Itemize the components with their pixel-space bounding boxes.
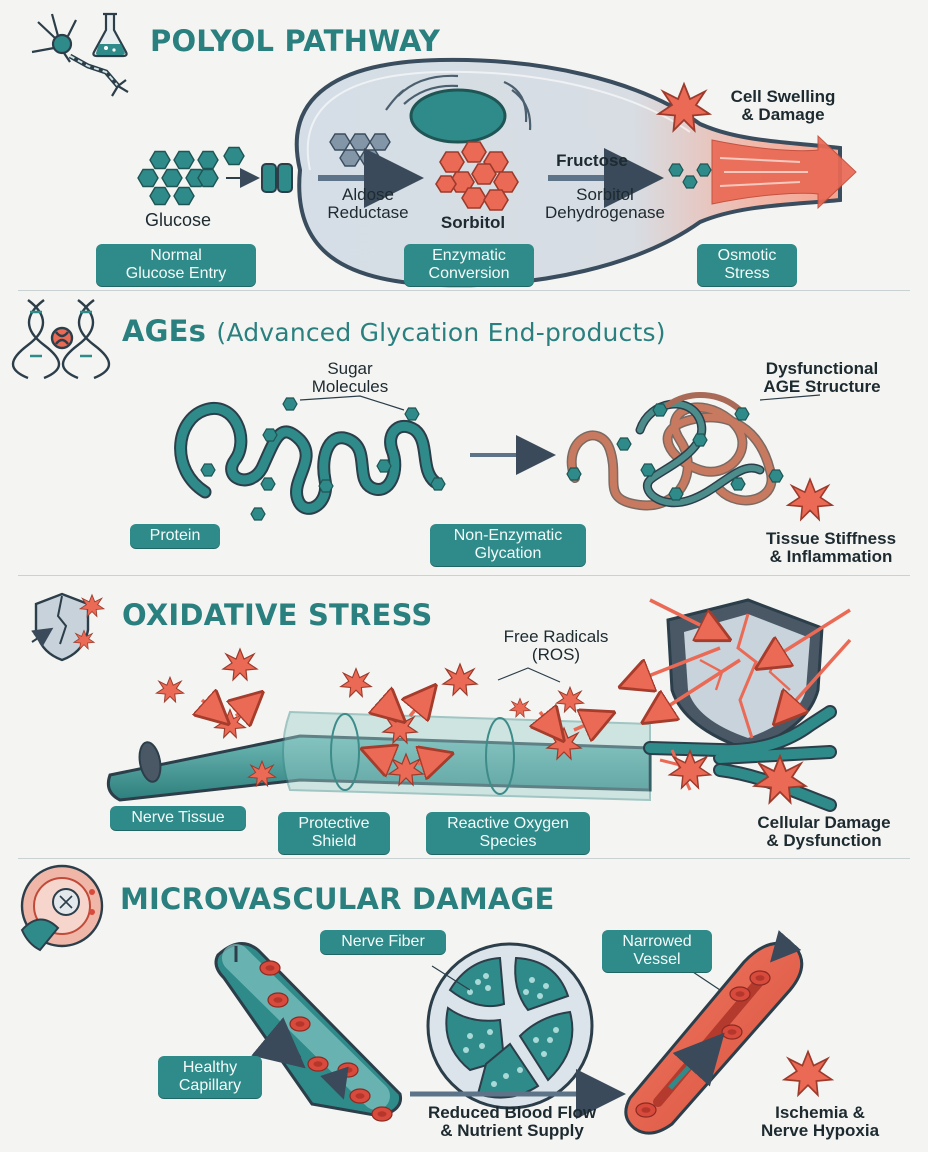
reduced-flow-line2: & Nutrient Supply	[440, 1121, 584, 1140]
pill-reactive-oxygen-species: Reactive Oxygen Species	[426, 812, 590, 854]
sugar-line2: Molecules	[311, 377, 389, 396]
pill-protective-shield: Protective Shield	[278, 812, 390, 854]
glucose-channel	[261, 163, 293, 193]
polyol-title: POLYOL PATHWAY	[150, 24, 441, 58]
ages-title-main: AGEs	[122, 314, 207, 348]
ros-arrows	[202, 598, 852, 764]
pill-shield-line2: Shield	[311, 833, 357, 850]
sorbitol-dehydrogenase-line1: Sorbitol	[576, 185, 634, 204]
pill-healthy-line1: Healthy	[182, 1059, 238, 1076]
divider-3	[18, 858, 910, 859]
reduced-flow-line1: Reduced Blood Flow	[427, 1103, 597, 1122]
cell-swelling-line1: Cell Swelling	[730, 87, 836, 106]
fructose-label: Fructose	[556, 151, 628, 170]
stiffness-line1: Tissue Stiffness	[765, 529, 897, 548]
pill-ros-line2: Species	[479, 833, 537, 850]
ischemia-label: Ischemia & Nerve Hypoxia	[752, 1104, 888, 1140]
cell-swelling-label: Cell Swelling & Damage	[718, 88, 848, 124]
polyol-panel-graphics	[31, 12, 857, 288]
cellular-damage-line2: & Dysfunction	[766, 831, 882, 850]
pill-normal-line2: Glucose Entry	[125, 265, 227, 282]
pill-healthy-line2: Capillary	[178, 1077, 242, 1094]
pill-narrowed-line2: Vessel	[633, 951, 681, 968]
pill-non-enzymatic-glycation: Non-Enzymatic Glycation	[430, 524, 586, 566]
ages-panel-graphics	[11, 299, 833, 521]
cell-swelling-line2: & Damage	[741, 105, 825, 124]
pill-enzymatic-line2: Conversion	[428, 265, 510, 282]
sugar-molecules-label: Sugar Molecules	[300, 360, 400, 396]
pill-glycation-line2: Glycation	[474, 545, 542, 562]
oxidative-panel-graphics	[31, 592, 852, 812]
glucose-molecules	[137, 146, 245, 206]
sorbitol-dehydrogenase-line2: Dehydrogenase	[544, 203, 666, 222]
free-radicals-label: Free Radicals (ROS)	[496, 628, 616, 664]
dysfunctional-line1: Dysfunctional	[765, 359, 879, 378]
pill-glycation-line1: Non-Enzymatic	[453, 527, 563, 544]
free-radicals-line1: Free Radicals	[503, 627, 609, 646]
divider-2	[18, 575, 910, 576]
endoplasmic-reticulum	[385, 74, 532, 131]
ischemia-burst-icon	[783, 1050, 833, 1096]
nerve-fiber-cross-section	[426, 942, 594, 1110]
sugar-line1: Sugar	[327, 359, 373, 378]
pill-shield-line1: Protective	[298, 815, 370, 832]
neuron-icon	[31, 13, 129, 97]
microvascular-title: MICROVASCULAR DAMAGE	[120, 882, 555, 916]
pill-narrowed-line1: Narrowed	[622, 933, 692, 950]
stiffness-line2: & Inflammation	[769, 547, 893, 566]
pill-narrowed-vessel: Narrowed Vessel	[602, 930, 712, 972]
ages-title: AGEs (Advanced Glycation End-products)	[122, 314, 666, 348]
pill-normal-glucose-entry: Normal Glucose Entry	[96, 244, 256, 286]
pill-osmotic-line2: Stress	[724, 265, 770, 282]
age-tangled-structure	[566, 392, 777, 511]
dna-helix-icon	[11, 299, 111, 380]
ages-subtitle: (Advanced Glycation End-products)	[216, 318, 666, 347]
ischemia-line1: Ischemia &	[775, 1103, 865, 1122]
sorbitol-label: Sorbitol	[440, 213, 506, 232]
aldose-reductase-label: Aldose Reductase	[318, 186, 418, 222]
flask-icon	[92, 12, 128, 58]
pill-nerve-fiber: Nerve Fiber	[320, 930, 446, 954]
ischemia-line2: Nerve Hypoxia	[760, 1121, 880, 1140]
aldose-reductase-line1: Aldose	[342, 185, 394, 204]
cell-nucleus	[409, 88, 507, 144]
free-radicals-line2: (ROS)	[531, 645, 581, 664]
healthy-capillary	[214, 942, 403, 1121]
pill-enzymatic-conversion: Enzymatic Conversion	[404, 244, 534, 286]
inflammation-burst-icon	[787, 478, 833, 521]
pill-enzymatic-line1: Enzymatic	[432, 247, 506, 264]
pill-nerve-tissue: Nerve Tissue	[110, 806, 246, 830]
pill-healthy-capillary: Healthy Capillary	[158, 1056, 262, 1098]
cracked-shield-icon	[31, 592, 105, 662]
narrowed-vessel	[624, 930, 804, 1135]
sorbitol-molecules	[435, 141, 519, 211]
pill-protein: Protein	[130, 524, 220, 548]
glucose-label: Glucose	[144, 210, 212, 230]
microvascular-panel-graphics	[20, 864, 833, 1135]
pill-osmotic-line1: Osmotic	[717, 247, 777, 264]
reduced-blood-flow-label: Reduced Blood Flow & Nutrient Supply	[414, 1104, 610, 1140]
blood-vessel-icon	[20, 864, 104, 952]
dysfunctional-line2: AGE Structure	[763, 377, 881, 396]
dysfunctional-age-label: Dysfunctional AGE Structure	[752, 360, 892, 396]
pill-osmotic-stress: Osmotic Stress	[697, 244, 797, 286]
aldose-reductase-line2: Reductase	[327, 203, 409, 222]
sorbitol-dehydrogenase-label: Sorbitol Dehydrogenase	[540, 186, 670, 222]
oxidative-title: OXIDATIVE STRESS	[122, 598, 433, 632]
pill-normal-line1: Normal	[150, 247, 202, 264]
cellular-damage-line1: Cellular Damage	[757, 813, 891, 832]
tissue-stiffness-label: Tissue Stiffness & Inflammation	[752, 530, 910, 566]
cellular-damage-label: Cellular Damage & Dysfunction	[748, 814, 900, 850]
divider-1	[18, 290, 910, 291]
pill-ros-line1: Reactive Oxygen	[447, 815, 569, 832]
